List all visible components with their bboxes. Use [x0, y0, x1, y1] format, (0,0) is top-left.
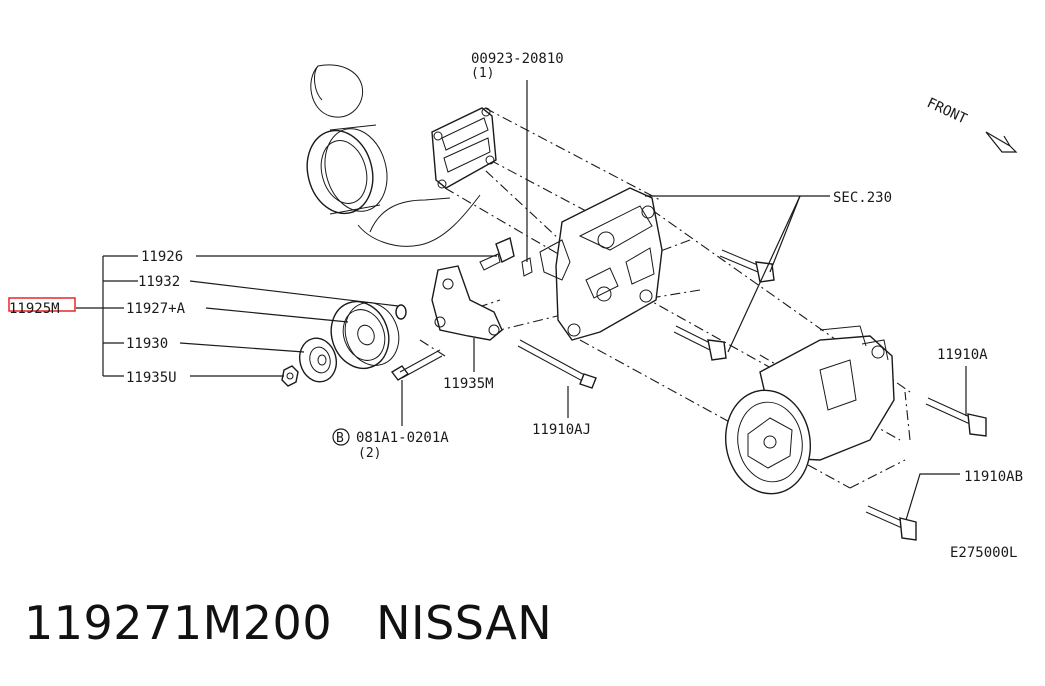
label-11910a: 11910A	[937, 347, 988, 363]
label-081a1-0201a: 081A1-0201A	[356, 430, 449, 446]
bolt-upper	[719, 249, 775, 283]
label-bolt-marker: B	[336, 431, 344, 446]
front-arrow: FRONT	[924, 95, 1018, 153]
label-11932: 11932	[138, 274, 180, 290]
ac-compressor	[724, 325, 895, 495]
exploded-parts-diagram: FRONT 00	[8, 51, 1023, 561]
crank-pulley-assembly	[306, 64, 481, 247]
part-caption: 119271M200 NISSAN	[24, 596, 552, 650]
label-11910aj: 11910AJ	[532, 422, 591, 438]
mounting-bracket	[539, 187, 663, 341]
label-11927a: 11927+A	[126, 301, 186, 317]
idler-bracket	[431, 265, 503, 341]
nut	[281, 365, 299, 387]
label-00923-qty: (1)	[471, 66, 494, 81]
bolt-11910a	[925, 397, 987, 437]
brand-name: NISSAN	[376, 596, 553, 650]
label-figure-code: E275000L	[950, 545, 1017, 561]
front-label: FRONT	[924, 95, 969, 128]
bolt-11910aj	[517, 339, 597, 389]
bolt-middle	[673, 325, 727, 361]
leader-lines	[76, 80, 967, 521]
bolt-081a1	[390, 349, 443, 381]
part-number: 119271M200	[24, 596, 333, 650]
label-11910ab: 11910AB	[964, 469, 1023, 485]
bolt-marker-circle	[332, 428, 350, 446]
highlight-box	[8, 297, 76, 312]
idler-pulley	[330, 300, 400, 370]
label-11935u: 11935U	[126, 370, 177, 386]
label-11925m[interactable]: 11925M	[9, 301, 60, 317]
pulley-cover	[299, 337, 337, 383]
label-11930: 11930	[126, 336, 168, 352]
label-081a1-qty: (2)	[358, 446, 381, 461]
gasket	[431, 107, 497, 189]
label-11926: 11926	[141, 249, 183, 265]
bolt-11910ab	[865, 505, 917, 541]
part-labels: 00923-20810 (1) SEC.230 11926 11932 1192…	[8, 51, 1023, 561]
label-sec230: SEC.230	[833, 190, 892, 206]
label-00923-20810: 00923-20810	[471, 51, 564, 67]
label-11935m: 11935M	[443, 376, 494, 392]
bracket-clip	[479, 237, 533, 277]
washer	[395, 304, 407, 320]
